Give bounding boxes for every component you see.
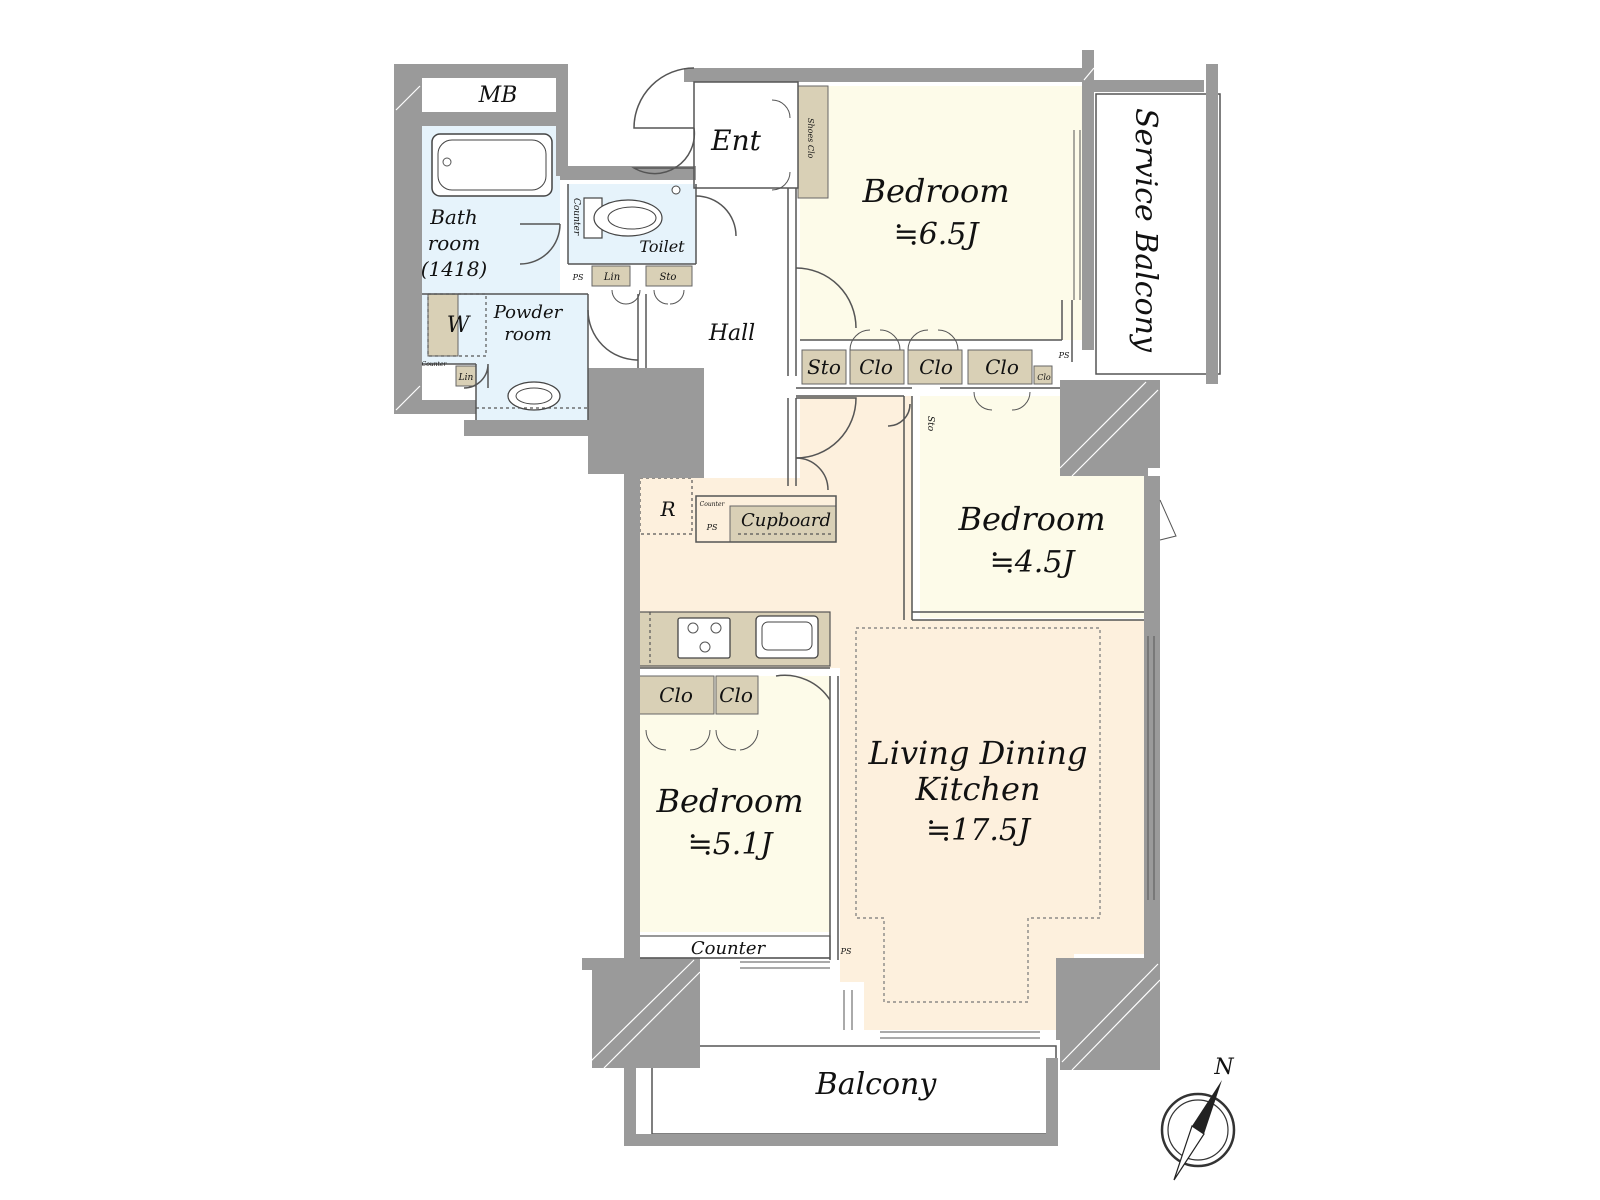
label-storage-1: Sto [660, 272, 677, 283]
label-entrance: Ent [710, 124, 761, 157]
windows [740, 130, 1155, 1039]
closet-doors [611, 99, 1031, 751]
label-hall: Hall [708, 321, 755, 346]
label-ps-2: PS [1058, 351, 1070, 360]
sink-icon [755, 615, 819, 659]
label-counter-kitchen: Counter [700, 501, 726, 508]
label-bath-2: room [428, 231, 481, 255]
bedroom-3 [640, 676, 830, 932]
label-powder-1: Powder [493, 302, 564, 323]
label-mb: MB [478, 83, 518, 108]
label-closet-3: Clo [985, 355, 1019, 379]
label-ps-3: PS [706, 523, 718, 532]
label-bedroom1-size: ≒6.5J [894, 217, 981, 252]
washbasin-icon [507, 381, 561, 411]
compass-label: N [1213, 1055, 1234, 1080]
label-storage-vertical: Sto [925, 416, 935, 432]
label-closet-1: Clo [859, 355, 893, 379]
label-ldk-size: ≒17.5J [926, 813, 1032, 848]
ldk-ceiling-outline [855, 627, 1101, 1003]
label-storage-hall: Sto [807, 355, 841, 379]
north-compass-icon: N [1160, 1055, 1236, 1181]
label-refrigerator: R [659, 497, 675, 521]
label-balcony: Balcony [815, 1067, 938, 1102]
label-bedroom3-size: ≒5.1J [688, 827, 775, 862]
label-linen-2: Lin [458, 373, 474, 383]
cooktop-icon [677, 617, 731, 659]
bathtub-icon [431, 133, 553, 197]
bay-window [1159, 499, 1177, 541]
label-ps-4: PS [840, 947, 852, 956]
wall-hatching [395, 67, 1161, 1071]
label-toilet: Toilet [639, 237, 685, 256]
label-bath-3: (1418) [421, 257, 488, 281]
label-linen-1: Lin [603, 272, 620, 283]
label-bedroom2: Bedroom [957, 500, 1105, 538]
label-bedroom2-size: ≒4.5J [990, 545, 1077, 580]
label-bedroom1: Bedroom [861, 172, 1009, 210]
storage-blocks [427, 85, 1053, 715]
partitions [422, 81, 1144, 960]
label-counter: Counter [691, 938, 767, 959]
label-closet-small: Clo [1037, 373, 1051, 382]
label-closet-2: Clo [919, 355, 953, 379]
label-cupboard: Cupboard [741, 510, 831, 531]
service-balcony-area [1095, 93, 1221, 375]
label-bedroom3: Bedroom [655, 782, 803, 820]
toilet-icon [583, 197, 663, 239]
label-service-balcony: Service Balcony [1128, 108, 1163, 353]
doors [463, 67, 911, 701]
label-counter-small: Counter [422, 361, 448, 368]
bedroom-1 [800, 86, 1082, 340]
label-closet-bed3-1: Clo [659, 683, 693, 707]
label-counter-vertical: Counter [571, 198, 581, 236]
label-ldk-1: Living Dining [868, 734, 1088, 772]
label-ps-1: PS [572, 273, 584, 282]
label-closet-bed3-2: Clo [719, 683, 753, 707]
label-washer: W [447, 313, 472, 338]
label-bath-1: Bath [429, 205, 478, 229]
label-powder-2: room [504, 324, 551, 345]
label-ldk-2: Kitchen [914, 770, 1040, 808]
label-shoes-closet: Shoes Clo [806, 118, 815, 159]
